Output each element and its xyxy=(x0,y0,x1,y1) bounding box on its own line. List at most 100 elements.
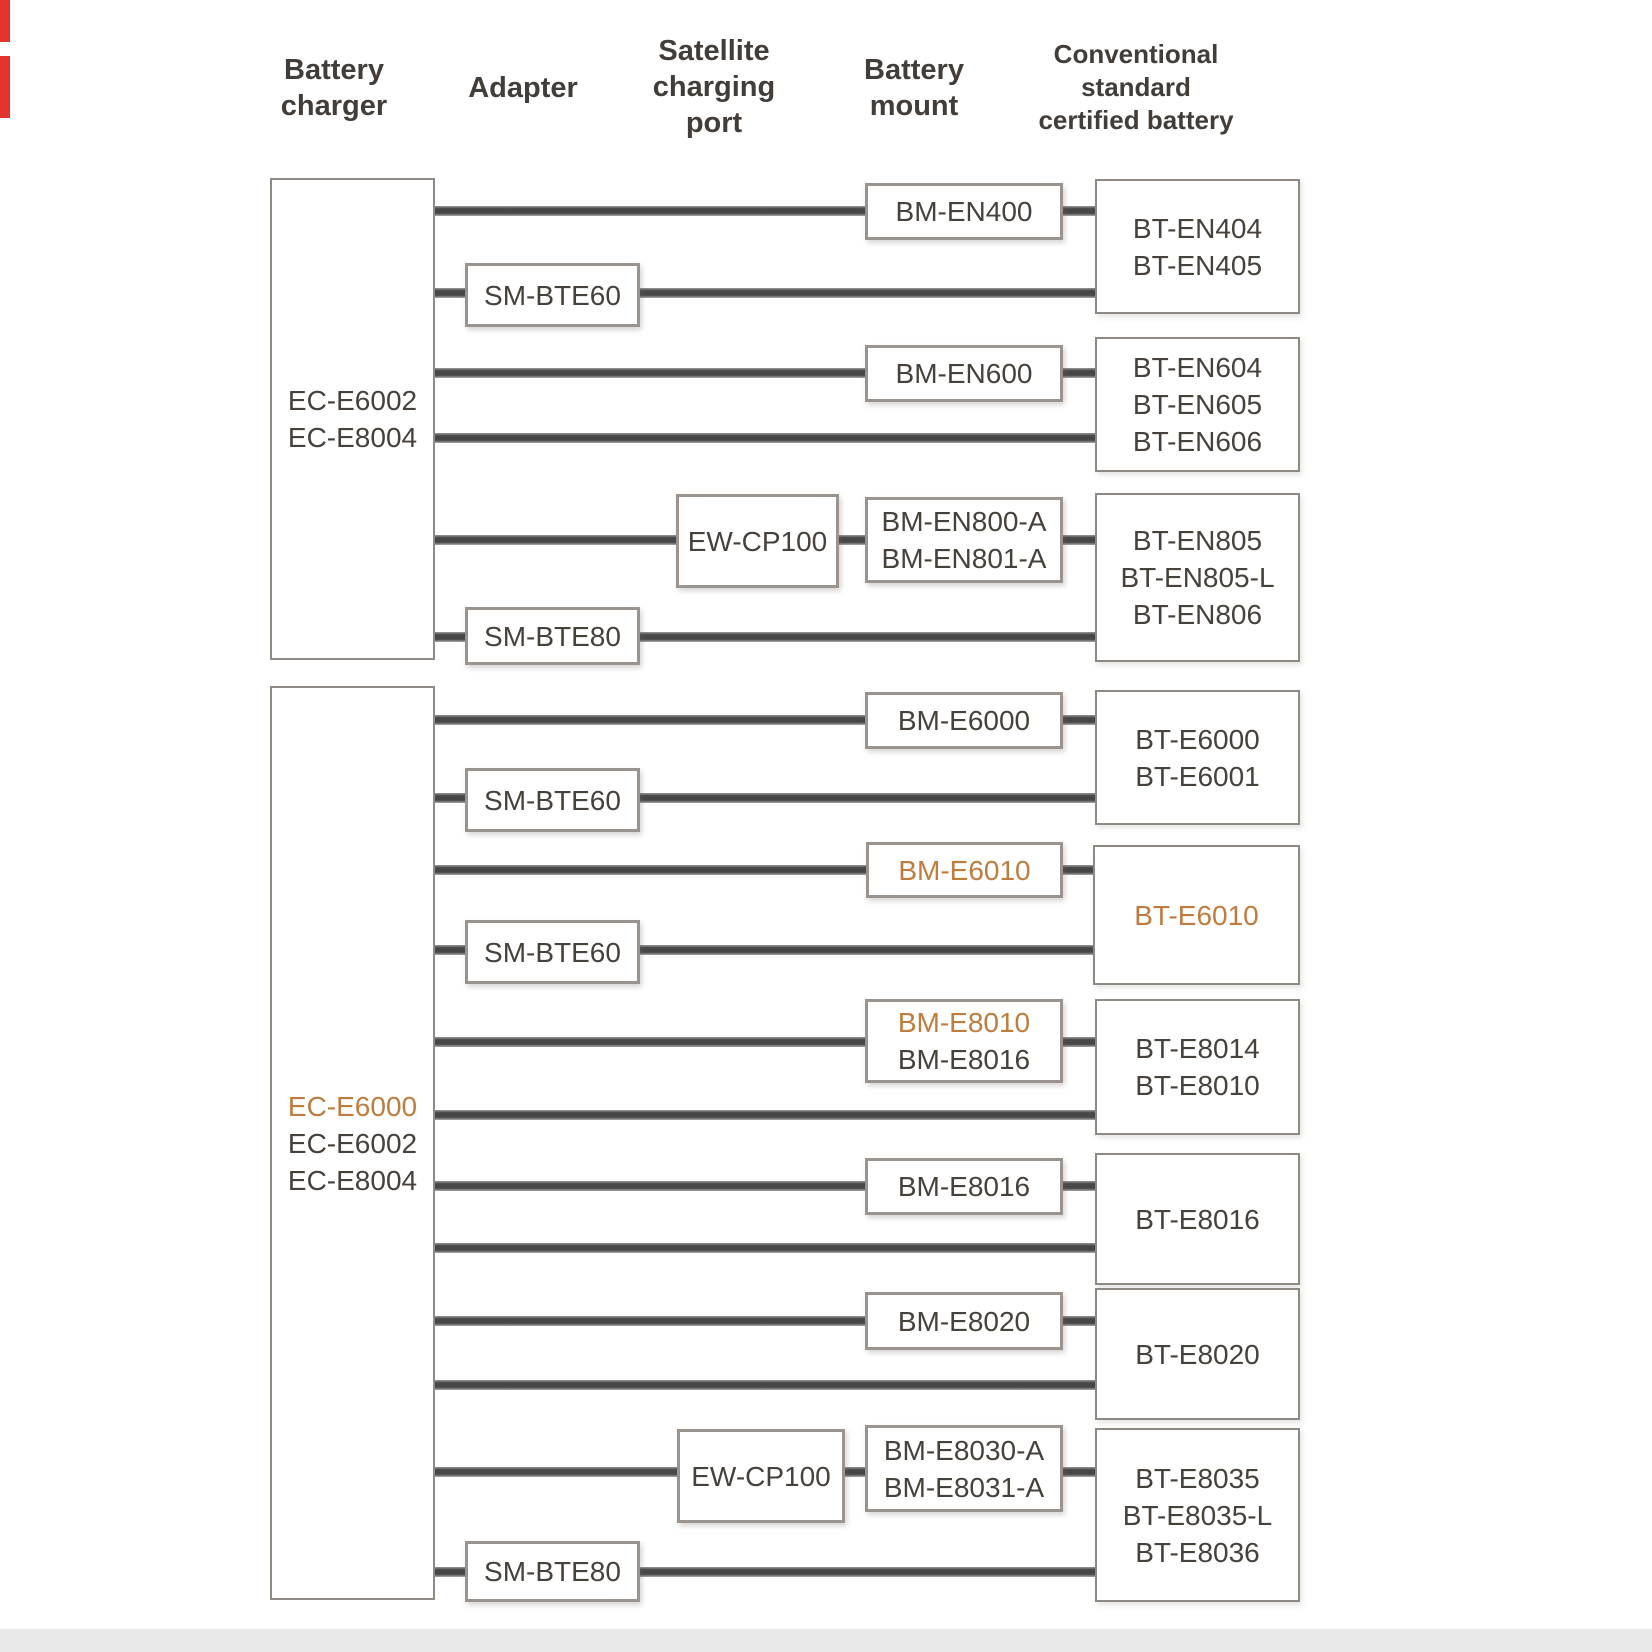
battery-bt-en404-label: BT-EN404 xyxy=(1132,212,1263,244)
battery-bt-en404-label: BT-EN405 xyxy=(1132,249,1263,281)
connector-line xyxy=(1055,206,1100,216)
connector-line xyxy=(1055,865,1100,875)
column-header-line: Adapter xyxy=(468,72,578,104)
mount-bm-e8030-label: BM-E8030-A xyxy=(883,1434,1045,1466)
column-header-line: Battery xyxy=(284,54,384,86)
battery-bt-e8035-label: BT-E8035 xyxy=(1135,1462,1260,1494)
connector-line xyxy=(435,1110,1100,1120)
battery-bt-e8020-label: BT-E8020 xyxy=(1135,1338,1260,1370)
mount-bm-e6010-label: BM-E6010 xyxy=(898,854,1031,886)
port-ew-cp100-1-box: EW-CP100 xyxy=(676,494,839,588)
adapter-sm-bte80-1-label: SM-BTE80 xyxy=(484,620,621,652)
connector-line xyxy=(435,1467,690,1477)
connector-line xyxy=(1055,368,1100,378)
connector-line xyxy=(435,865,880,875)
port-ew-cp100-2-label: EW-CP100 xyxy=(691,1460,831,1492)
mount-bm-e8020-box: BM-E8020 xyxy=(865,1292,1063,1350)
battery-bt-e8035-label: BT-E8035-L xyxy=(1122,1499,1273,1531)
connector-line xyxy=(435,1181,880,1191)
red-edge-marker xyxy=(0,56,10,118)
adapter-sm-bte80-1-box: SM-BTE80 xyxy=(465,607,640,665)
connector-line xyxy=(435,1316,880,1326)
battery-bt-e6000-label: BT-E6001 xyxy=(1135,760,1260,792)
mount-bm-e8010-label: BM-E8016 xyxy=(897,1044,1031,1075)
column-header-line: Satellite xyxy=(658,35,770,67)
mount-bm-e8030-label: BM-E8031-A xyxy=(883,1471,1045,1503)
mount-bm-e8020-label: BM-E8020 xyxy=(897,1305,1031,1337)
battery-bt-en604-label: BT-EN606 xyxy=(1132,426,1263,457)
adapter-sm-bte60-1-label: SM-BTE60 xyxy=(484,279,621,311)
charger-group-2-label: EC-E6000 xyxy=(287,1090,418,1122)
column-header-line: mount xyxy=(869,90,959,122)
mount-bm-en800-box: BM-EN800-A BM-EN801-A xyxy=(865,497,1063,583)
connector-line xyxy=(1055,1316,1100,1326)
mount-bm-en600-box: BM-EN600 xyxy=(865,345,1063,402)
adapter-sm-bte80-2-box: SM-BTE80 xyxy=(465,1541,640,1602)
battery-bt-e8035-label: BT-E8036 xyxy=(1135,1536,1260,1568)
mount-bm-e6010-box: BM-E6010 xyxy=(866,842,1063,898)
charger-group-1-label: EC-E6002 xyxy=(287,385,418,416)
connector-line xyxy=(435,1243,1100,1253)
connector-line xyxy=(435,206,880,216)
battery-bt-en805-label: BT-EN806 xyxy=(1132,599,1263,630)
connector-line xyxy=(435,1037,880,1047)
adapter-sm-bte80-2-label: SM-BTE80 xyxy=(484,1556,621,1587)
column-header-satellite-charging-port: Satellite charging port xyxy=(653,33,775,141)
connector-line xyxy=(435,632,1100,642)
column-header-line: Conventional xyxy=(1053,39,1219,69)
adapter-sm-bte60-3-box: SM-BTE60 xyxy=(465,920,640,984)
connector-line xyxy=(435,433,1100,443)
adapter-sm-bte60-2-box: SM-BTE60 xyxy=(465,768,640,832)
battery-bt-en805-label: BT-EN805-L xyxy=(1120,562,1275,593)
mount-bm-en400-label: BM-EN400 xyxy=(895,196,1033,227)
port-ew-cp100-1-label: EW-CP100 xyxy=(687,525,828,557)
connector-line xyxy=(1055,535,1100,545)
battery-bt-e8014-label: BT-E8014 xyxy=(1135,1033,1260,1064)
connector-line xyxy=(830,535,880,545)
mount-bm-e8010-label: BM-E8010 xyxy=(897,1007,1031,1038)
mount-bm-e6000-label: BM-E6000 xyxy=(897,705,1031,736)
battery-bt-e8020-box: BT-E8020 xyxy=(1095,1288,1300,1420)
connector-line xyxy=(1055,1181,1100,1191)
mount-bm-en800-label: BM-EN801-A xyxy=(881,543,1047,574)
column-header-line: standard xyxy=(1081,72,1191,102)
battery-bt-e6000-label: BT-E6000 xyxy=(1135,723,1260,755)
mount-bm-e8030-box: BM-E8030-A BM-E8031-A xyxy=(865,1425,1063,1512)
mount-bm-e8016-label: BM-E8016 xyxy=(897,1171,1031,1202)
mount-bm-en800-label: BM-EN800-A xyxy=(881,506,1047,537)
column-header-line: charging xyxy=(652,71,776,103)
mount-bm-e8016-box: BM-E8016 xyxy=(865,1158,1063,1215)
column-header-line: charger xyxy=(280,90,388,122)
connector-line xyxy=(1055,1467,1100,1477)
battery-bt-en604-label: BT-EN604 xyxy=(1132,352,1263,383)
column-header-battery-mount: Battery mount xyxy=(864,52,964,124)
column-header-line: port xyxy=(685,107,743,139)
connector-line xyxy=(435,1380,1100,1390)
connector-line xyxy=(435,945,1100,955)
charger-group-2-label: EC-E6002 xyxy=(287,1127,418,1159)
column-header-adapter: Adapter xyxy=(468,70,578,106)
connector-line xyxy=(1055,715,1100,725)
battery-bt-e8016-label: BT-E8016 xyxy=(1135,1203,1260,1235)
column-header-line: Battery xyxy=(864,54,964,86)
connector-line xyxy=(435,793,1100,803)
red-edge-marker xyxy=(0,0,10,42)
battery-bt-e8016-box: BT-E8016 xyxy=(1095,1153,1300,1285)
adapter-sm-bte60-3-label: SM-BTE60 xyxy=(484,936,621,968)
port-ew-cp100-2-box: EW-CP100 xyxy=(677,1429,845,1523)
footer-strip xyxy=(0,1629,1652,1652)
connector-line xyxy=(435,535,690,545)
mount-bm-en600-label: BM-EN600 xyxy=(895,358,1033,389)
connector-line xyxy=(435,1567,1100,1577)
battery-bt-e6010-label: BT-E6010 xyxy=(1134,899,1259,931)
connector-line xyxy=(435,288,1100,298)
connector-line xyxy=(830,1467,880,1477)
